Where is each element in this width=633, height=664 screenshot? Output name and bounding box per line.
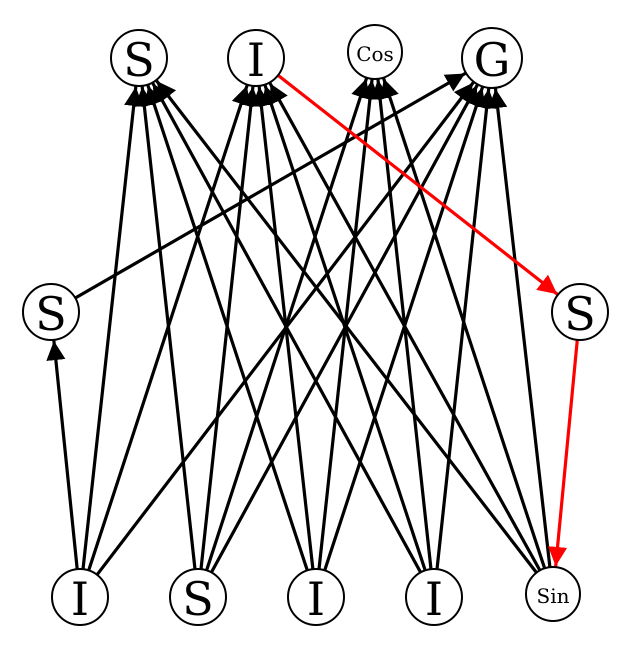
node-top-i: I <box>227 29 285 87</box>
node-circle <box>551 283 609 341</box>
node-bot-sin: Sin <box>525 566 581 622</box>
node-label: I <box>247 33 265 87</box>
node-label: I <box>425 572 443 626</box>
node-top-s: S <box>110 29 168 87</box>
node-circle <box>227 29 285 87</box>
node-mid-s-left: S <box>22 283 80 341</box>
node-circle <box>287 568 345 626</box>
nodes-layer: S I Cos G S S I S I I Sin <box>22 24 609 626</box>
node-label: S <box>182 572 214 626</box>
edge-bot-sin-to-top-i <box>268 81 542 573</box>
node-label: S <box>564 287 596 341</box>
highlighted-edge-mid-s-right-to-bot-sin <box>547 338 579 568</box>
node-bot-i-1: I <box>51 568 109 626</box>
edge-bot-i-1-to-top-s <box>81 85 144 571</box>
edge-bot-sin-to-top-s <box>155 79 539 575</box>
edge-bot-sin-to-top-g <box>488 87 552 569</box>
edge-mid-s-left-to-top-g <box>73 71 467 300</box>
node-bot-i-3: I <box>405 568 463 626</box>
node-circle <box>169 568 227 626</box>
node-label: I <box>71 572 89 626</box>
edges-layer <box>46 71 579 577</box>
node-circle <box>405 568 463 626</box>
node-circle <box>51 568 109 626</box>
node-mid-s-right: S <box>551 283 609 341</box>
node-bot-i-2: I <box>287 568 345 626</box>
node-label: S <box>123 33 155 87</box>
node-top-cos: Cos <box>347 24 403 80</box>
node-circle <box>347 24 403 80</box>
node-circle <box>22 283 80 341</box>
edge-bot-s-to-top-s <box>134 85 197 571</box>
node-label: Sin <box>537 584 570 608</box>
node-label: S <box>35 287 67 341</box>
edge-bot-i-3-to-top-g <box>435 87 497 571</box>
node-circle <box>110 29 168 87</box>
node-bot-s: S <box>169 568 227 626</box>
node-label: I <box>307 572 325 626</box>
node-circle <box>525 566 581 622</box>
node-circle <box>461 27 523 89</box>
node-top-g: G <box>461 27 523 89</box>
highlighted-edge-top-i-to-mid-s-right <box>276 73 559 296</box>
edge-bot-i-1-to-mid-s-left <box>46 339 79 571</box>
edge-bot-sin-to-top-cos <box>380 76 547 570</box>
edge-bot-i-3-to-top-s <box>151 81 423 575</box>
node-label: G <box>474 33 511 87</box>
edge-bot-i-3-to-top-i <box>262 83 427 573</box>
node-label: Cos <box>356 42 394 66</box>
edge-bot-i-2-to-top-s <box>144 83 309 573</box>
